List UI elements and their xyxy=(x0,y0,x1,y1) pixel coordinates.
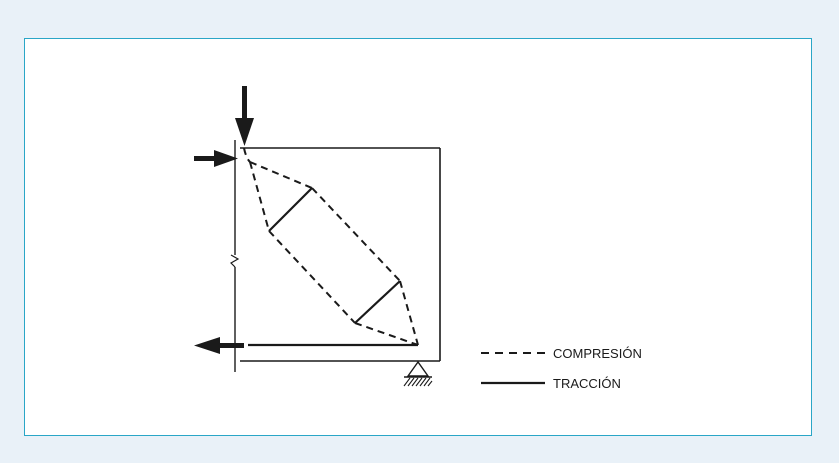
horizontal-load-arrow-icon xyxy=(194,150,238,167)
compression-struts xyxy=(243,147,419,346)
legend-tension: TRACCIÓN xyxy=(481,376,621,391)
reaction-arrow-icon xyxy=(194,337,244,354)
legend: COMPRESIÓN TRACCIÓN xyxy=(481,346,642,391)
legend-tension-label: TRACCIÓN xyxy=(553,376,621,391)
figure-panel xyxy=(24,38,812,436)
vertical-load-arrow-icon xyxy=(235,86,254,146)
legend-compression: COMPRESIÓN xyxy=(481,346,642,361)
pin-support-icon xyxy=(403,360,433,387)
tension-ties xyxy=(248,187,418,347)
element-outline xyxy=(230,140,441,372)
legend-compression-label: COMPRESIÓN xyxy=(553,346,642,361)
